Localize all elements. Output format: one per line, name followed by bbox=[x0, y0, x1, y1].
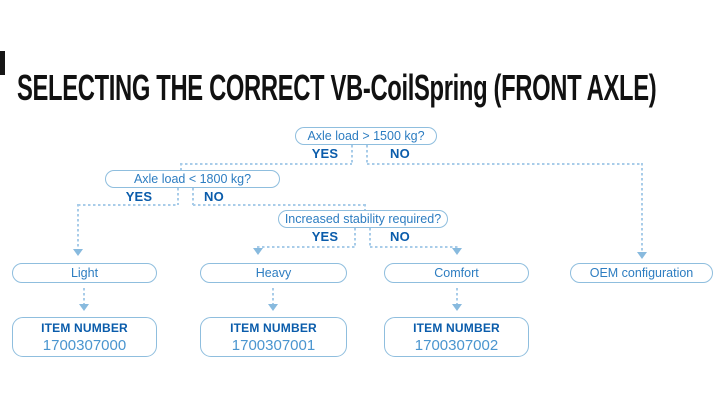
connector-d1-no-horizontal bbox=[367, 163, 643, 165]
no-label-2: NO bbox=[204, 189, 224, 204]
no-label-3: NO bbox=[390, 229, 410, 244]
connector-d3-yes-stub bbox=[354, 228, 356, 247]
connector-d2-yes-drop bbox=[77, 204, 79, 249]
decision-question: Axle load < 1800 kg? bbox=[133, 172, 252, 186]
arrow-down-icon bbox=[452, 248, 462, 255]
no-label-1: NO bbox=[390, 146, 410, 161]
item-number-value: 1700307000 bbox=[42, 336, 127, 354]
item-box-light: ITEM NUMBER 1700307000 bbox=[12, 317, 157, 357]
arrow-down-icon bbox=[452, 304, 462, 311]
connector-light-item bbox=[83, 288, 85, 304]
connector-d2-yes-horizontal bbox=[78, 204, 178, 206]
outcome-label: Light bbox=[70, 266, 99, 280]
arrow-down-icon bbox=[73, 249, 83, 256]
item-number-label: ITEM NUMBER bbox=[41, 320, 128, 335]
cropped-glyph-artifact bbox=[0, 51, 5, 75]
connector-heavy-item bbox=[272, 288, 274, 304]
outcome-box-light: Light bbox=[12, 263, 157, 283]
connector-d1-no-stub bbox=[366, 145, 368, 164]
connector-comfort-item bbox=[456, 288, 458, 304]
decision-axle-load-1500: Axle load > 1500 kg? bbox=[295, 127, 437, 145]
connector-d2-no-stub bbox=[192, 188, 194, 205]
connector-d1-no-drop bbox=[641, 163, 643, 252]
yes-label-2: YES bbox=[125, 189, 153, 204]
decision-increased-stability: Increased stability required? bbox=[278, 210, 448, 228]
item-number-label: ITEM NUMBER bbox=[413, 320, 500, 335]
decision-question: Axle load > 1500 kg? bbox=[307, 129, 425, 143]
connector-d2-no-horizontal bbox=[193, 204, 366, 206]
decision-axle-load-1800: Axle load < 1800 kg? bbox=[105, 170, 280, 188]
item-number-label: ITEM NUMBER bbox=[230, 320, 317, 335]
item-number-value: 1700307002 bbox=[414, 336, 499, 354]
connector-d2-no-drop bbox=[364, 204, 366, 211]
connector-d1-yes-stub bbox=[351, 145, 353, 164]
arrow-down-icon bbox=[268, 304, 278, 311]
connector-d1-yes-drop bbox=[180, 163, 182, 171]
outcome-label: Comfort bbox=[434, 266, 479, 280]
item-box-heavy: ITEM NUMBER 1700307001 bbox=[200, 317, 347, 357]
item-box-comfort: ITEM NUMBER 1700307002 bbox=[384, 317, 529, 357]
page-title: SELECTING THE CORRECT VB-CoilSpring (FRO… bbox=[17, 67, 657, 109]
connector-d3-no-stub bbox=[369, 228, 371, 247]
connector-d3-yes-horizontal bbox=[257, 246, 355, 248]
item-number-value: 1700307001 bbox=[231, 336, 316, 354]
arrow-down-icon bbox=[79, 304, 89, 311]
connector-d1-yes-horizontal bbox=[180, 163, 352, 165]
outcome-label: Heavy bbox=[255, 266, 292, 280]
connector-d2-yes-stub bbox=[177, 188, 179, 205]
yes-label-1: YES bbox=[311, 146, 339, 161]
outcome-box-heavy: Heavy bbox=[200, 263, 347, 283]
arrow-down-icon bbox=[637, 252, 647, 259]
outcome-box-comfort: Comfort bbox=[384, 263, 529, 283]
connector-d3-no-horizontal bbox=[370, 246, 458, 248]
yes-label-3: YES bbox=[311, 229, 339, 244]
outcome-box-oem-configuration: OEM configuration bbox=[570, 263, 713, 283]
arrow-down-icon bbox=[253, 248, 263, 255]
outcome-label: OEM configuration bbox=[589, 266, 694, 280]
decision-question: Increased stability required? bbox=[284, 212, 442, 226]
